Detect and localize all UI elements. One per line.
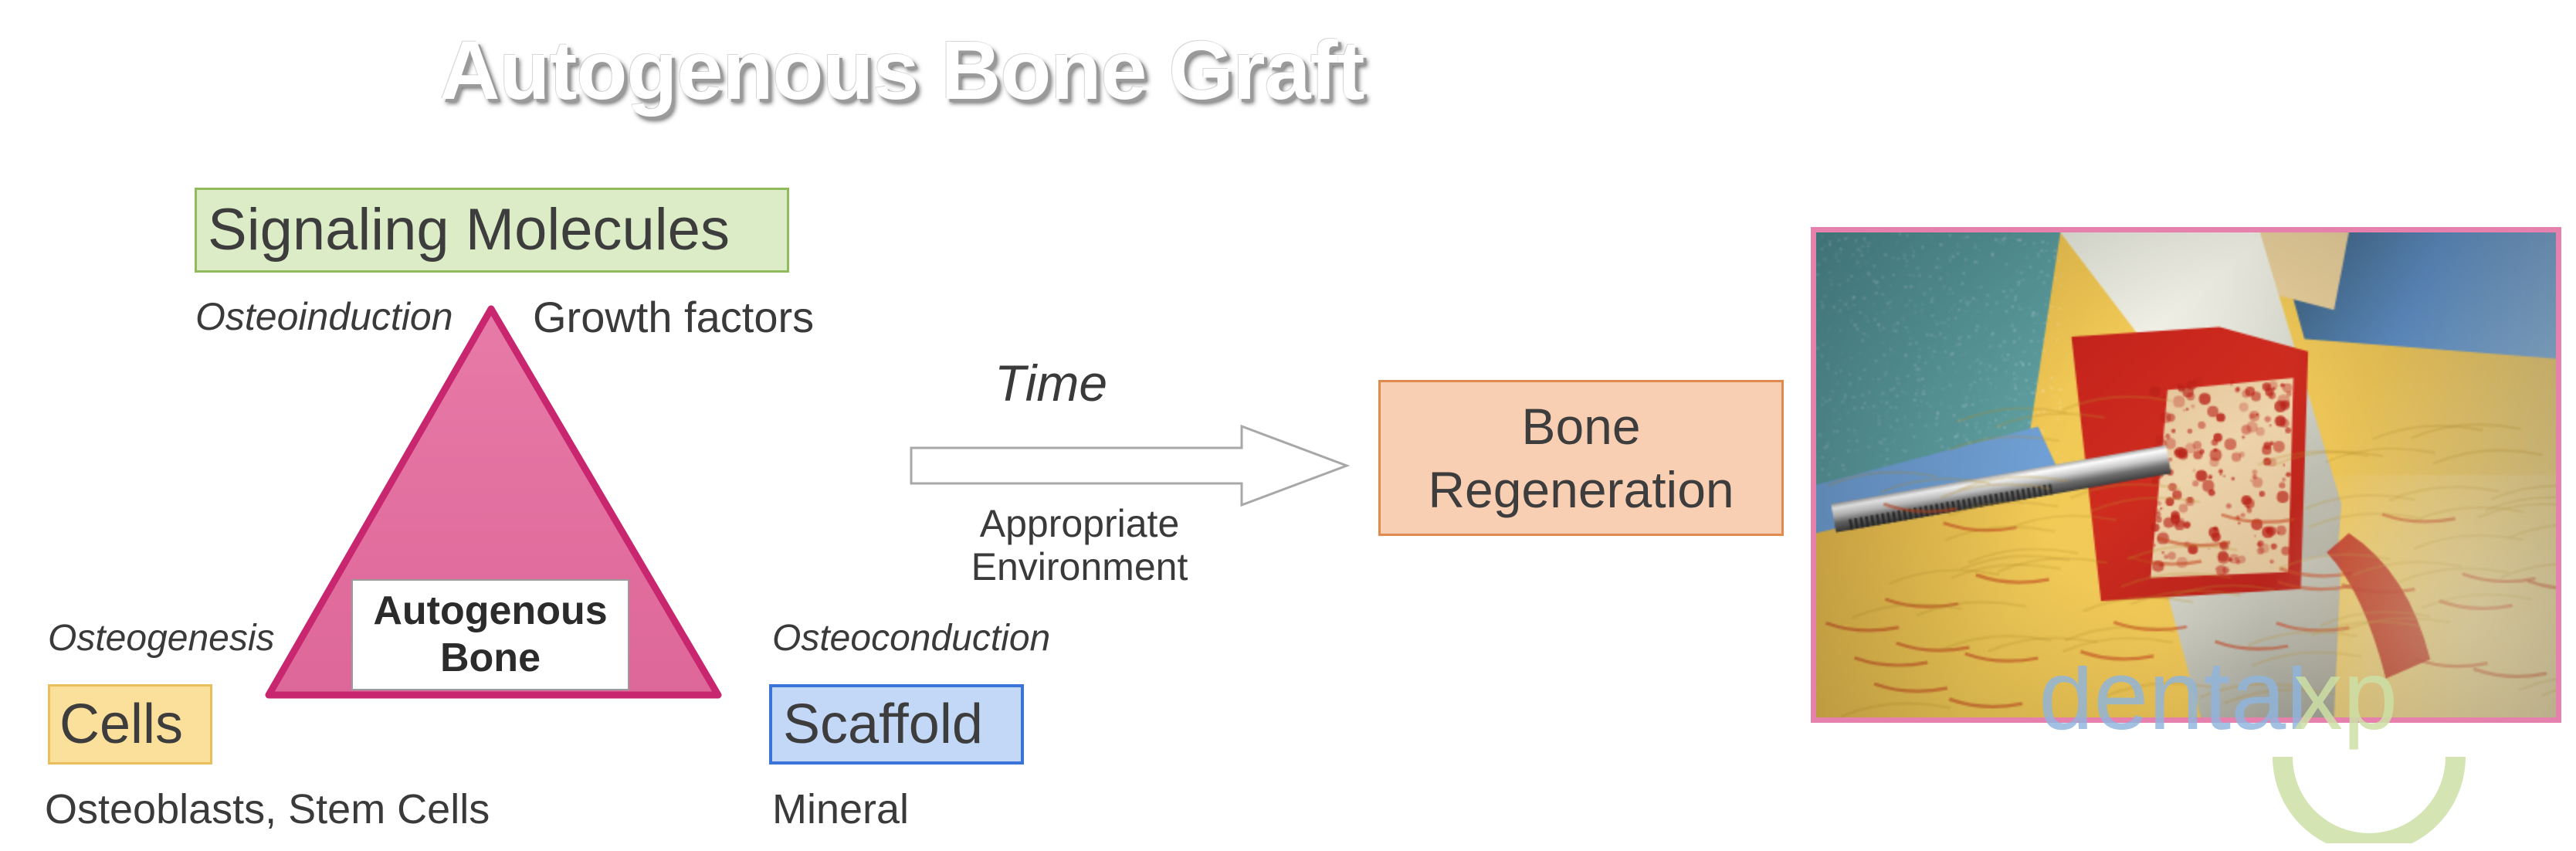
outcome-box-bone-regeneration[interactable]: Bone Regeneration bbox=[1378, 380, 1784, 536]
vertex-box-scaffold[interactable]: Scaffold bbox=[769, 684, 1024, 765]
clinical-photo[interactable] bbox=[1811, 227, 2561, 723]
example-label-osteoblasts-stem-cells: Osteoblasts, Stem Cells bbox=[45, 786, 490, 832]
triangle-center-label: Autogenous Bone bbox=[351, 579, 629, 690]
clinical-photo-image bbox=[1816, 232, 2556, 717]
example-label-mineral: Mineral bbox=[772, 786, 909, 832]
arrow-right-icon bbox=[910, 423, 1350, 508]
outcome-line2: Regeneration bbox=[1428, 461, 1734, 518]
vertex-box-signaling-molecules[interactable]: Signaling Molecules bbox=[195, 188, 789, 273]
mechanism-label-osteogenesis: Osteogenesis bbox=[48, 618, 275, 659]
triangle-center-label-line2: Bone bbox=[440, 636, 541, 680]
triangle-center-label-line1: Autogenous bbox=[373, 588, 607, 633]
arrow-label-environment: Appropriate Environment bbox=[964, 502, 1195, 588]
arrow-label-environment-line2: Environment bbox=[971, 545, 1188, 588]
arrow-label-environment-line1: Appropriate bbox=[980, 502, 1180, 545]
outcome-line1: Bone bbox=[1521, 398, 1640, 455]
arrow-label-time: Time bbox=[995, 355, 1107, 412]
process-arrow bbox=[910, 423, 1350, 508]
page-title: Autogenous Bone Graft bbox=[0, 22, 1804, 118]
vertex-box-cells[interactable]: Cells bbox=[48, 684, 212, 765]
watermark-smile-arc bbox=[2283, 757, 2456, 843]
mechanism-label-osteoconduction: Osteoconduction bbox=[772, 618, 1050, 659]
